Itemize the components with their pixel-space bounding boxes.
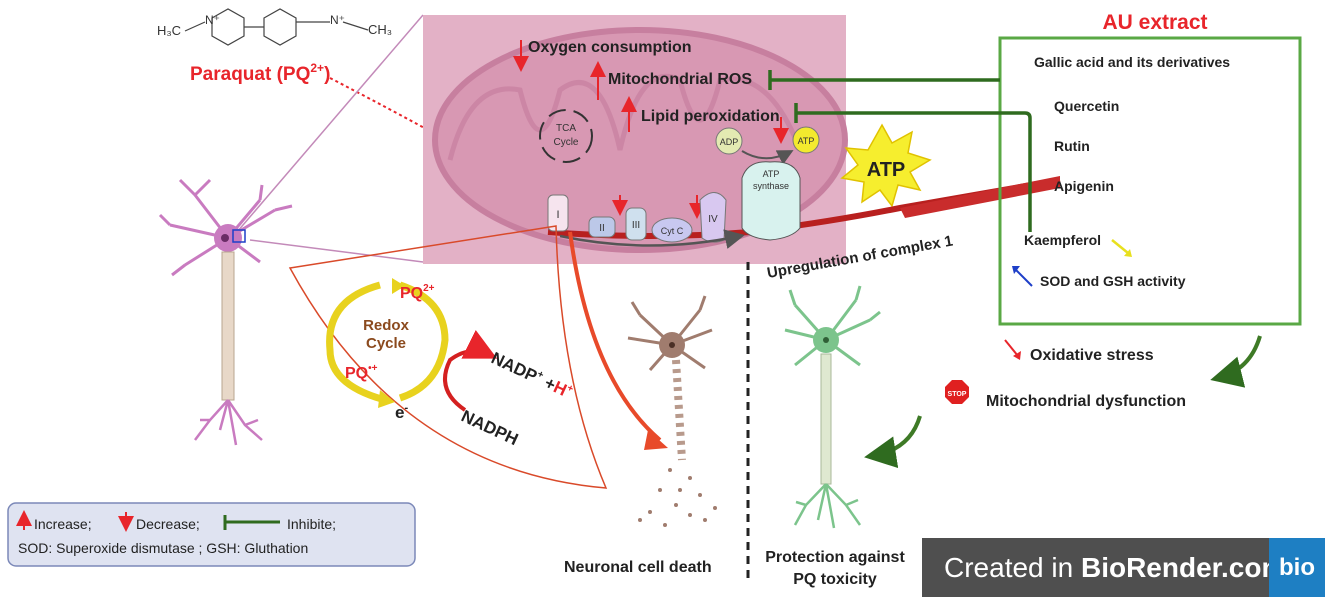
- au-to-effects-arrow: [1210, 335, 1262, 388]
- paraquat-label: Paraquat (PQ2+): [190, 61, 330, 85]
- atp-small-circle: [792, 126, 820, 154]
- nadph-label: NADPH: [458, 406, 521, 449]
- biorender-logo-icon: bio: [1269, 538, 1325, 597]
- redox-cycle-label-1: Redox: [363, 317, 410, 334]
- au-extract-title: AU extract: [1102, 11, 1207, 34]
- adp-circle: [715, 127, 743, 155]
- nadp-label: NADP+ +H+: [488, 348, 575, 402]
- complex-2: [588, 216, 616, 238]
- atp-synthase: [741, 161, 801, 241]
- complex-3-label: III: [632, 220, 640, 231]
- mitochondrial-dysfunction-label: Mitochondrial dysfunction: [986, 393, 1186, 410]
- tca-label-2: Cycle: [553, 137, 578, 148]
- zoom-line-bottom: [249, 239, 424, 263]
- lipid-peroxidation-label: Lipid peroxidation: [641, 108, 780, 125]
- n-plus-left: N⁺: [205, 13, 220, 27]
- to-cell-death-arrow: [568, 231, 662, 442]
- atp-synthase-label-2: synthase: [753, 181, 789, 191]
- cytochrome-c: [651, 217, 693, 243]
- mitochondrial-ros-label: Mitochondrial ROS: [608, 71, 752, 88]
- biorender-badge[interactable]: Created in BioRender.com bio: [922, 538, 1325, 597]
- atp-small-label: ATP: [798, 136, 815, 146]
- n-plus-right: N⁺: [330, 13, 345, 27]
- neuronal-death-label: Neuronal cell death: [564, 559, 712, 576]
- stop-sign-icon: [945, 380, 969, 404]
- redox-arc-right: [398, 281, 449, 402]
- compound-gallic-acid: Gallic acid and its derivatives: [1034, 54, 1230, 70]
- compound-quercetin: Quercetin: [1054, 98, 1119, 114]
- tca-label-1: TCA: [556, 123, 576, 134]
- complex-1: [547, 194, 569, 232]
- redox-zoom-outline: [288, 225, 608, 489]
- nadph-arrow: [443, 329, 498, 412]
- pq1-label: PQ•+: [345, 363, 378, 382]
- protection-label-1: Protection against: [765, 549, 905, 566]
- effects-to-protection-arrow: [864, 415, 922, 469]
- oxygen-consumption-label: Oxygen consumption: [528, 39, 692, 56]
- legend-decrease: Decrease;: [136, 516, 200, 532]
- redox-cycle-label-2: Cycle: [366, 335, 406, 352]
- compound-apigenin: Apigenin: [1054, 178, 1114, 194]
- increase-arrow-sod: [1015, 269, 1033, 287]
- compound-rutin: Rutin: [1054, 138, 1090, 154]
- legend-box: [7, 502, 416, 567]
- cristae: [447, 73, 803, 161]
- decrease-arrow-oxidative: [1004, 339, 1019, 357]
- legend-inhibite: Inhibite;: [287, 516, 336, 532]
- paraquat-right-methyl: CH₃: [368, 22, 392, 37]
- pq2-label: PQ2+: [400, 283, 435, 302]
- atp-big-label: ATP: [867, 159, 906, 181]
- electron-transport-arrow: [559, 229, 745, 249]
- biorender-credit: Created in BioRender.com: [944, 551, 1287, 583]
- paraquat-structure: H₃C N⁺ N⁺ CH₃: [157, 8, 392, 46]
- atp-synthase-label-1: ATP: [763, 169, 780, 179]
- yellow-arrow-icon: [1111, 239, 1129, 254]
- oxidative-stress-label: Oxidative stress: [1030, 347, 1154, 364]
- tca-cycle-icon: [539, 109, 593, 163]
- neuron-green: [784, 285, 881, 529]
- redox-arc-left: [326, 281, 386, 404]
- sod-gsh-activity-label: SOD and GSH activity: [1040, 273, 1186, 289]
- au-extract-box: [998, 36, 1302, 326]
- protection-label-2: PQ toxicity: [793, 571, 877, 588]
- compound-kaempferol: Kaempferol: [1024, 232, 1101, 248]
- complex-3: [625, 207, 647, 241]
- legend-abbreviations: SOD: Superoxide dismutase ; GSH: Gluthat…: [18, 540, 308, 556]
- stop-sign-label: STOP: [948, 391, 967, 398]
- inhibit-line-lipid: [796, 111, 1032, 232]
- neuron-purple: [158, 178, 293, 446]
- red-wedge: [900, 176, 1060, 218]
- neuron-dying-brown: [627, 295, 717, 527]
- adp-to-atp-arrow: [741, 150, 794, 165]
- atp-burst-icon: [840, 123, 932, 208]
- cytc-label: Cyt C: [661, 226, 684, 236]
- paraquat-left-methyl: H₃C: [157, 23, 181, 38]
- zoom-line-top: [236, 14, 424, 233]
- adp-label: ADP: [720, 137, 739, 147]
- legend-increase: Increase;: [34, 516, 92, 532]
- complex-4-label: IV: [708, 214, 718, 225]
- complex-1-label: I: [556, 209, 559, 221]
- electron-label: e-: [395, 402, 408, 422]
- complex-2-label: II: [599, 223, 605, 234]
